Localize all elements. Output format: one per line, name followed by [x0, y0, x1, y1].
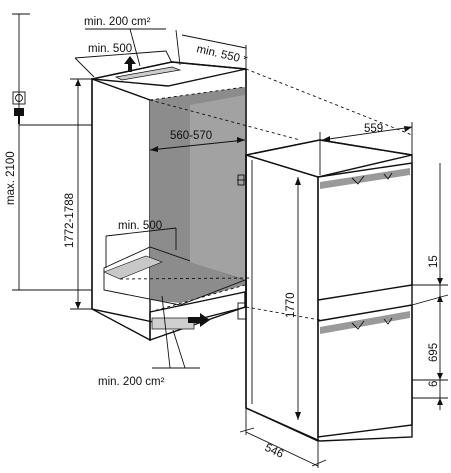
label-niche-width: 560-570: [170, 130, 212, 142]
projection-lines: [91, 61, 413, 341]
label-appliance-width: 559: [364, 123, 383, 135]
label-dim-695: 695: [428, 343, 440, 362]
label-max-height: max. 2100: [5, 151, 17, 205]
label-vent-width-bottom: min. 500: [118, 220, 162, 232]
label-dim-15: 15: [428, 255, 440, 268]
plug-icon: [14, 108, 24, 124]
floor-vent: [103, 255, 163, 280]
airflow-arrow-icon: [188, 313, 210, 327]
label-dim-6: 6: [428, 381, 440, 387]
lower-handle: [320, 311, 410, 334]
label-niche-height: 1772-1788: [64, 193, 76, 248]
top-vent: [114, 66, 182, 81]
plinth-vent: [151, 317, 195, 330]
airflow-arrow-icon: [124, 56, 136, 72]
power-outlet-icon: [12, 91, 26, 105]
refrigerator: [237, 139, 413, 443]
label-appliance-depth: 546: [263, 442, 285, 461]
label-vent-width-top: min. 500: [88, 43, 132, 55]
upper-handle: [320, 168, 410, 189]
label-vent-area-bottom: min. 200 cm²: [98, 376, 165, 388]
label-appliance-height: 1770: [285, 292, 297, 318]
niche-cabinet: [91, 61, 247, 342]
dimension-lines: [12, 13, 449, 468]
label-vent-area-top: min. 200 cm²: [84, 16, 151, 28]
